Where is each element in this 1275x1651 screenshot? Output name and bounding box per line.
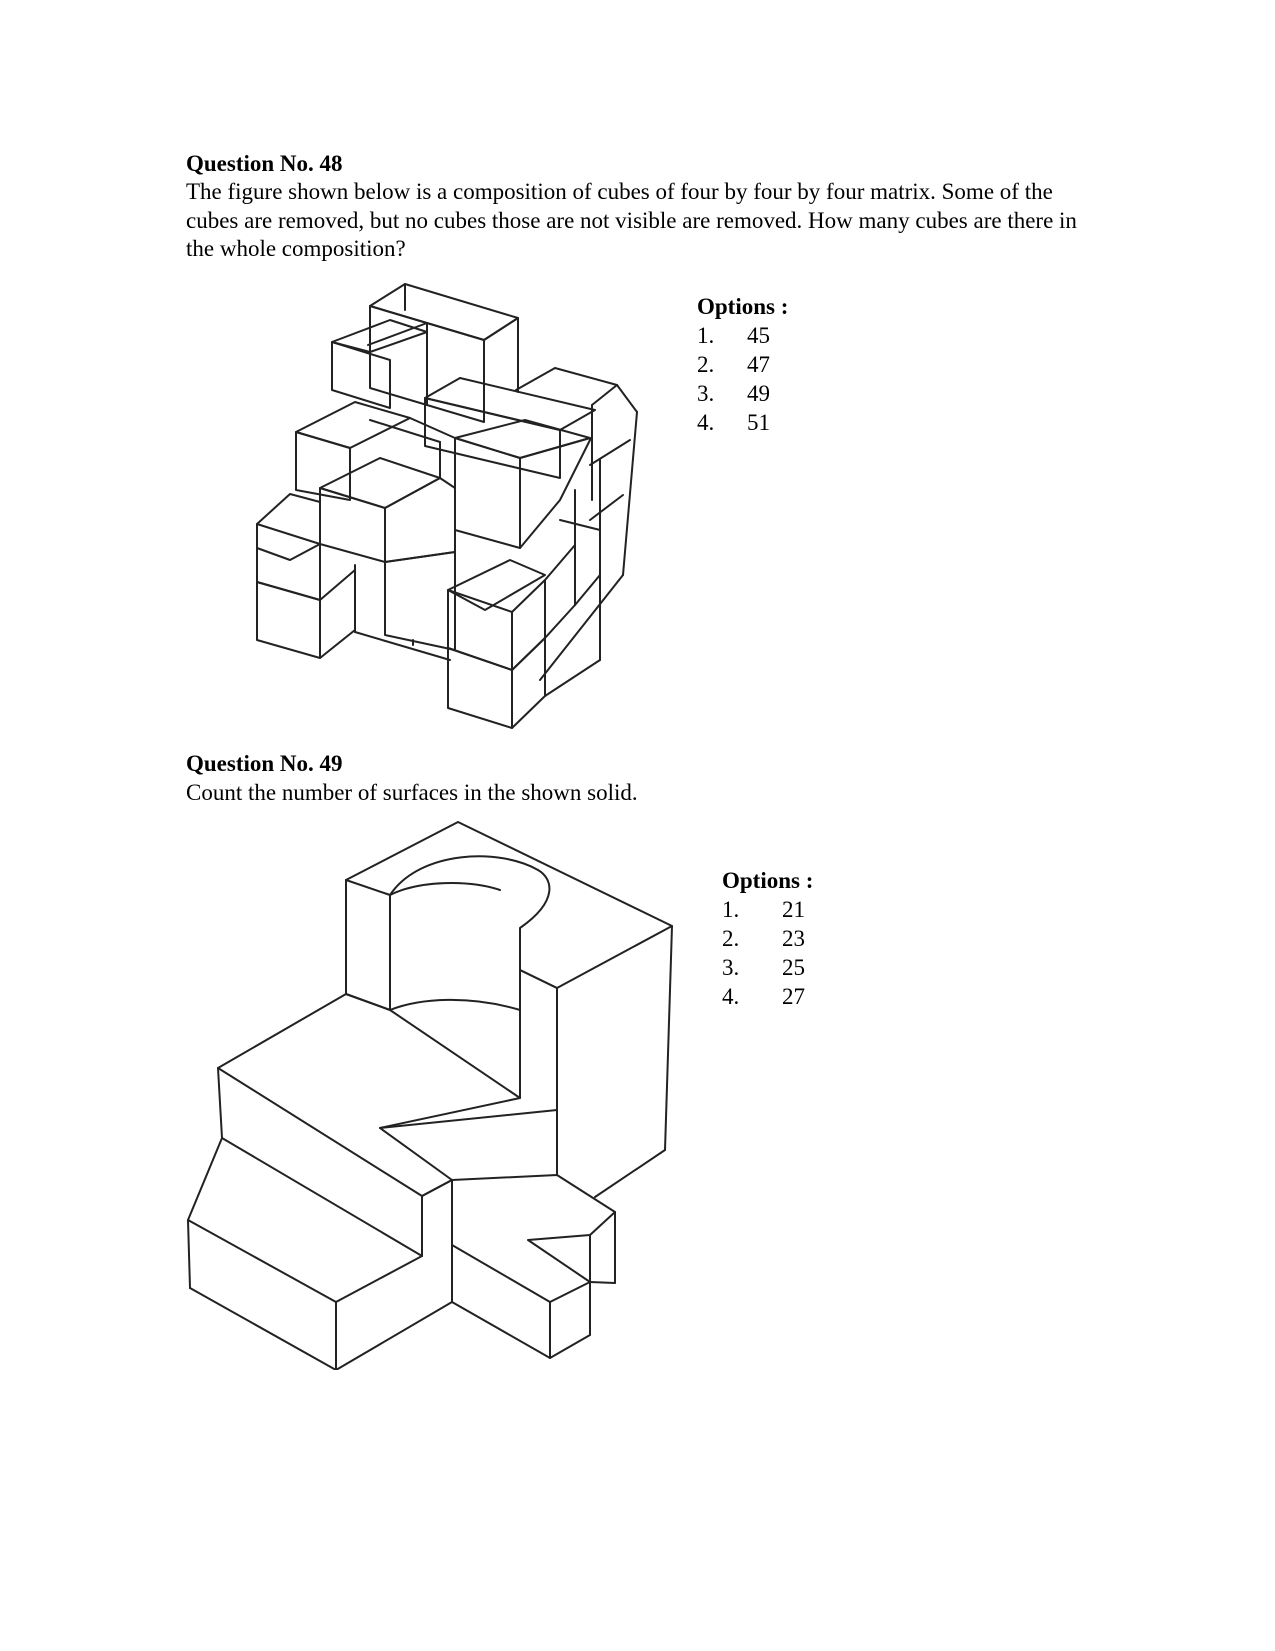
question-48-title: Question No. 48 (186, 151, 343, 176)
option-number: 2. (722, 926, 740, 951)
option-number: 3. (722, 955, 740, 980)
question-49-options: Options : 1. 21 2. 23 3. 25 4. 27 (722, 866, 813, 1011)
option-number: 3. (697, 381, 715, 406)
option-number: 1. (722, 897, 740, 922)
option-number: 4. (722, 984, 740, 1009)
option-value: 51 (747, 410, 770, 435)
solid-figure (187, 821, 673, 1370)
option-row: 1. 21 (722, 895, 813, 924)
option-row: 2. 47 (697, 350, 788, 379)
option-row: 2. 23 (722, 924, 813, 953)
option-row: 4. 27 (722, 982, 813, 1011)
option-value: 27 (782, 984, 805, 1009)
cube-composition-figure (256, 283, 638, 729)
option-value: 23 (782, 926, 805, 951)
option-value: 49 (747, 381, 770, 406)
option-value: 25 (782, 955, 805, 980)
option-row: 3. 49 (697, 379, 788, 408)
options-heading: Options : (722, 868, 814, 893)
question-48-text: The figure shown below is a composition … (186, 179, 1077, 261)
option-row: 4. 51 (697, 408, 788, 437)
question-49-title: Question No. 49 (186, 751, 343, 776)
question-49-text: Count the number of surfaces in the show… (186, 780, 638, 805)
option-value: 45 (747, 323, 770, 348)
option-number: 2. (697, 352, 715, 377)
option-number: 1. (697, 323, 715, 348)
option-number: 4. (697, 410, 715, 435)
option-row: 3. 25 (722, 953, 813, 982)
option-row: 1. 45 (697, 321, 788, 350)
question-48-options: Options : 1. 45 2. 47 3. 49 4. 51 (697, 292, 788, 437)
option-value: 21 (782, 897, 805, 922)
options-heading: Options : (697, 294, 789, 319)
option-value: 47 (747, 352, 770, 377)
